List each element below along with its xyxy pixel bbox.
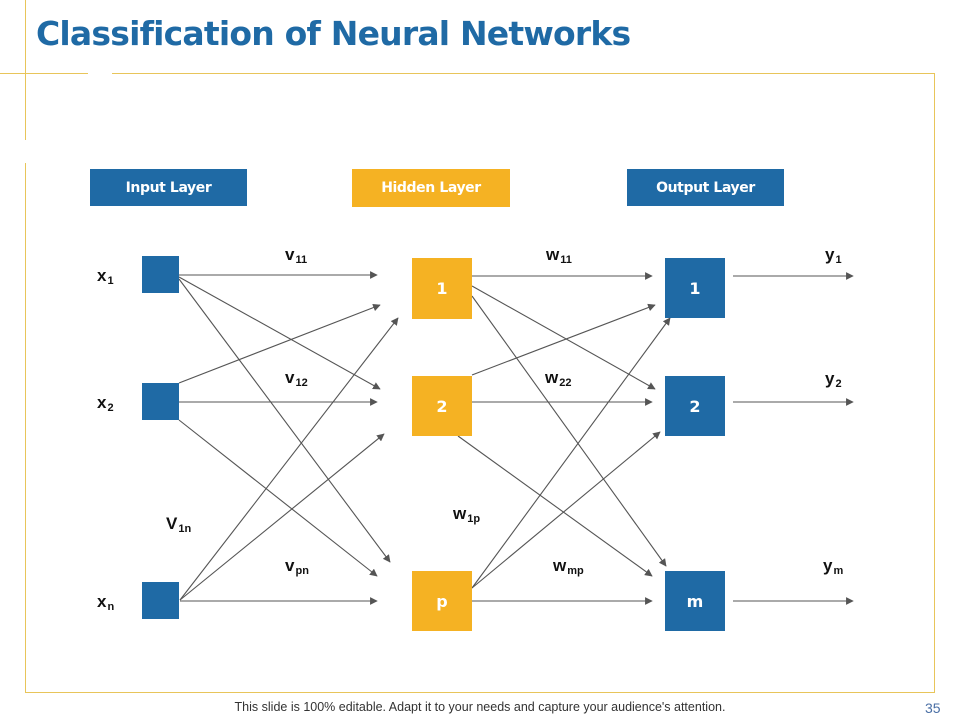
- wire-h1-o2: [471, 285, 656, 390]
- input-label-x1: x1: [97, 266, 114, 287]
- wire-xn-h2: [179, 433, 385, 601]
- weight-label-w11: w11: [546, 245, 572, 266]
- wire-h1-om: [471, 295, 667, 567]
- footer-note: This slide is 100% editable. Adapt it to…: [234, 700, 726, 714]
- weight-label-wmp: wmp: [553, 556, 584, 577]
- hidden-node-1: 1: [412, 258, 472, 319]
- frame-line-top: [112, 73, 935, 74]
- wire-x2-h1: [178, 303, 381, 384]
- output-label-y2: y2: [825, 369, 842, 390]
- weight-label-vpn: vpn: [285, 556, 309, 577]
- wire-hp-o1: [471, 317, 671, 589]
- input-layer-header: Input Layer: [90, 169, 247, 206]
- weight-label-w22: w22: [545, 368, 572, 389]
- wire-h2-om: [457, 435, 653, 577]
- frame-line-bottom: [25, 692, 935, 693]
- weight-label-v11: v11: [285, 245, 308, 266]
- page-number: 35: [925, 700, 941, 716]
- wire-hp-o2: [471, 431, 661, 589]
- hidden-node-2: 2: [412, 376, 472, 436]
- input-node-x1: [142, 256, 179, 293]
- output-label-ym: ym: [823, 556, 844, 577]
- input-node-x2: [142, 383, 179, 420]
- output-node-2: 2: [665, 376, 725, 436]
- output-node-1: 1: [665, 258, 725, 318]
- wire-xn-h1: [179, 317, 399, 601]
- frame-line-left-top: [25, 0, 26, 140]
- output-node-m: m: [665, 571, 725, 631]
- frame-line-top-short: [0, 73, 88, 74]
- weight-label-w1p: w1p: [453, 504, 481, 525]
- input-label-x2: x2: [97, 393, 114, 414]
- hidden-node-p: p: [412, 571, 472, 631]
- weight-label-v1n: V1n: [166, 514, 192, 535]
- wire-x1-hp: [178, 278, 391, 563]
- wire-x1-h2: [178, 276, 381, 390]
- input-node-xn: [142, 582, 179, 619]
- output-layer-header: Output Layer: [627, 169, 784, 206]
- output-label-y1: y1: [825, 245, 842, 266]
- frame-line-left: [25, 163, 26, 693]
- slide-title: Classification of Neural Networks: [36, 14, 631, 53]
- wire-x2-hp: [178, 419, 378, 577]
- hidden-layer-header: Hidden Layer: [352, 169, 510, 207]
- input-label-xn: xn: [97, 592, 115, 613]
- frame-line-right: [934, 73, 935, 693]
- weight-label-v12: v12: [285, 368, 308, 389]
- wire-h2-o1: [471, 303, 656, 376]
